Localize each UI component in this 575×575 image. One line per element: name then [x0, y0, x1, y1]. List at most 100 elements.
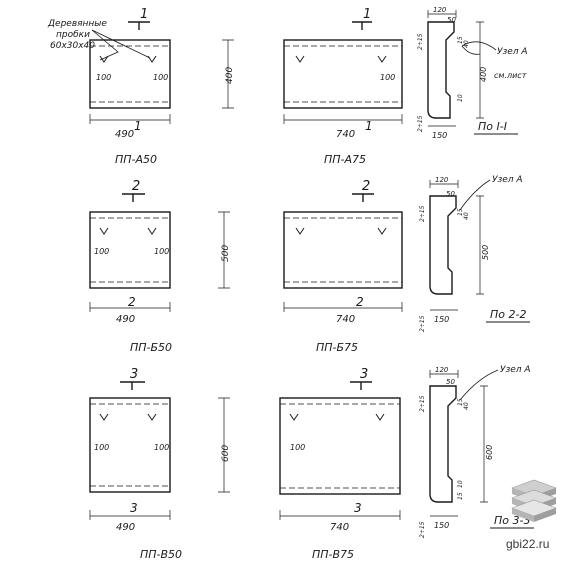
- dim-15: 15: [457, 398, 464, 406]
- stack-logo-icon: [511, 479, 557, 522]
- section-cut-3-right: [350, 381, 372, 390]
- slope-dim-bottom: 2÷15: [419, 521, 426, 538]
- plug-dim-left: 100: [94, 247, 109, 256]
- slope-dim-bottom: 2÷15: [417, 115, 424, 132]
- dim-50: 50: [446, 378, 455, 386]
- width-dim: 490: [116, 314, 135, 325]
- plugs-label-line3: 60х30х40: [50, 41, 95, 51]
- section-cut-1-right: [352, 21, 372, 30]
- node-label: Узел А: [497, 47, 528, 57]
- section-mark-3-top-right: 3: [360, 367, 368, 382]
- panel-name: ПП-Б75: [316, 341, 358, 354]
- section-height: 600: [485, 445, 494, 460]
- slope-dim: 2÷15: [419, 395, 426, 412]
- node-note: см.лист: [494, 71, 527, 80]
- plugs-leader-2: [91, 29, 151, 59]
- section-mark-1-bottom-right: 1: [365, 119, 373, 133]
- dim-top: 120: [435, 176, 449, 184]
- section-mark-3-top-left: 3: [130, 367, 138, 382]
- section-mark-3-bottom: 3: [130, 501, 138, 515]
- plugs-label-line2: пробки: [56, 30, 90, 40]
- dim-10: 10: [457, 480, 464, 488]
- dim-50: 50: [447, 16, 456, 24]
- width-dim: 490: [116, 522, 135, 533]
- plugs-leader-1: [91, 29, 119, 61]
- height-dim-value: 600: [221, 445, 231, 462]
- node-leader: [461, 41, 497, 55]
- section-mark-1-top-right: 1: [363, 7, 371, 22]
- section-mark-3-bottom-right: 3: [354, 501, 362, 515]
- watermark-text: gbi22.ru: [506, 537, 549, 551]
- section-cut-3-left: [120, 381, 145, 390]
- panel-name: ПП-В75: [312, 548, 354, 561]
- dim-40: 40: [463, 212, 470, 220]
- plug-dim-right: 100: [154, 247, 169, 256]
- section-mark-2-bottom: 2: [128, 295, 136, 309]
- slope-dim: 2÷15: [419, 205, 426, 222]
- node-leader: [459, 179, 491, 211]
- width-dim: 740: [336, 314, 355, 325]
- section-height: 400: [479, 67, 488, 82]
- dim-15b: 15: [457, 492, 464, 500]
- row-2: 2 2 2 2 100 100 490 ПП-Б50 500 740 ПП-Б7…: [89, 175, 530, 354]
- width-dim: 740: [336, 129, 355, 140]
- slope-dim: 2÷15: [417, 33, 424, 50]
- dim-40: 40: [463, 402, 470, 410]
- row-3: 3 3 3 3 100 100 490 ПП-В50 600 100 740: [89, 365, 534, 561]
- wooden-plugs-annotation: Деревянные пробки 60х30х40: [47, 19, 151, 61]
- section-title: По I-I: [478, 120, 507, 133]
- panel-pp-b75-elevation: 740 ПП-Б75: [283, 211, 403, 354]
- height-dim-row-2: 500: [218, 211, 231, 289]
- plug-dim-left: 100: [94, 443, 109, 452]
- panel-pp-b50-elevation: 100 100 490 ПП-Б50: [89, 211, 172, 354]
- dim-top: 120: [435, 366, 449, 374]
- section-cut-2-left: [122, 193, 145, 202]
- dim-bottom: 150: [432, 131, 447, 140]
- dim-50: 50: [446, 190, 455, 198]
- panel-pp-v50-elevation: 100 100 490 ПП-В50: [89, 397, 182, 561]
- section-title: По 2-2: [490, 308, 526, 321]
- plug-dim-right: 100: [380, 73, 395, 82]
- section-mark-1-top-left: 1: [140, 7, 148, 22]
- watermark: gbi22.ru: [506, 479, 557, 551]
- section-mark-1-bottom: 1: [134, 119, 142, 133]
- node-label: Узел А: [500, 365, 531, 375]
- width-dim: 740: [330, 522, 349, 533]
- height-dim-row-3: 600: [218, 397, 231, 493]
- cross-section-1: 120 50 2÷15 15 40 10 400 2÷15 150 Узел А…: [417, 6, 528, 140]
- plug-dim-right: 100: [153, 73, 168, 82]
- plug-dim-left: 100: [290, 443, 305, 452]
- panel-name: ПП-А50: [115, 153, 157, 166]
- dim-10: 10: [457, 94, 464, 102]
- section-mark-2-top-right: 2: [362, 179, 370, 194]
- panel-pp-a75-elevation: 100 740 ПП-А75: [283, 39, 403, 166]
- section-height: 500: [481, 245, 490, 260]
- panel-pp-a50-elevation: 100 100 490 ПП-А50: [89, 39, 171, 166]
- panel-name: ПП-Б50: [130, 341, 172, 354]
- dim-top: 120: [433, 6, 447, 14]
- node-leader: [459, 369, 499, 401]
- section-mark-2-bottom-right: 2: [356, 295, 364, 309]
- dim-bottom: 150: [434, 315, 449, 324]
- section-cut-2-right: [352, 193, 374, 202]
- panel-pp-v75-elevation: 100 740 ПП-В75: [279, 397, 401, 561]
- panel-name: ПП-А75: [324, 153, 366, 166]
- plugs-label-line1: Деревянные: [47, 19, 107, 29]
- dim-bottom: 150: [434, 521, 449, 530]
- row-1: 1 1 1 1 100 100 490 ПП-А50 400 100: [89, 6, 528, 166]
- section-mark-2-top-left: 2: [132, 179, 140, 194]
- height-dim-value: 500: [221, 245, 231, 262]
- width-dim: 490: [115, 129, 134, 140]
- panel-name: ПП-В50: [140, 548, 182, 561]
- cross-section-2: 120 50 2÷15 15 40 500 2÷15 150 Узел А По…: [419, 175, 530, 332]
- plug-dim-right: 100: [154, 443, 169, 452]
- slope-dim-bottom: 2÷15: [419, 315, 426, 332]
- dim-15: 15: [457, 208, 464, 216]
- height-dim-row-1: 400: [222, 39, 235, 109]
- dim-15: 15: [457, 36, 464, 44]
- height-dim-value: 400: [225, 67, 235, 84]
- node-label: Узел А: [492, 175, 523, 185]
- plug-dim-left: 100: [96, 73, 111, 82]
- section-cut-1-left: [128, 21, 150, 30]
